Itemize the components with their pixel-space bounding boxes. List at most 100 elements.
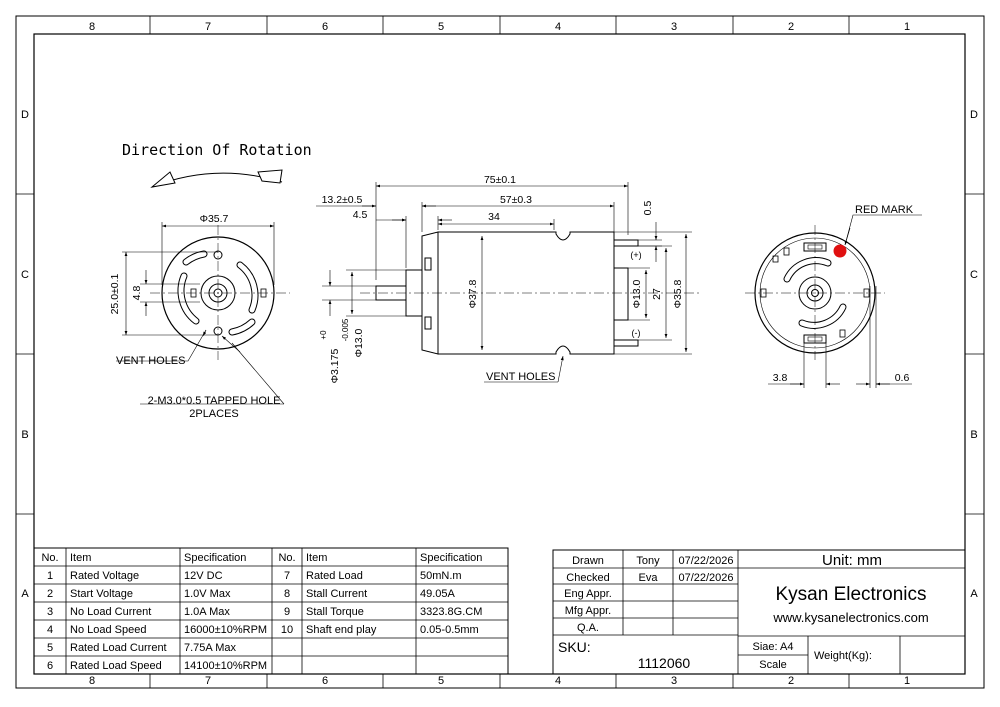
minus-terminal-label: (-) — [632, 328, 641, 338]
dim-rear-span: 27 — [651, 288, 663, 300]
dim-boss-dia: Φ13.0 — [353, 328, 365, 357]
dim-body-length: 57±0.3 — [500, 194, 532, 206]
spec-cell: 5 — [47, 642, 53, 654]
paper-size: Siae: A4 — [753, 641, 794, 653]
title-block: Drawn Tony 07/22/2026 Checked Eva 07/22/… — [552, 549, 966, 675]
dim-boss-length: 4.5 — [353, 209, 368, 221]
weight-label: Weight(Kg): — [814, 650, 872, 662]
zone-row-left: A — [21, 588, 29, 600]
approval-name: Eva — [639, 572, 659, 584]
company-name: Kysan Electronics — [775, 584, 926, 605]
approval-label: Drawn — [572, 555, 604, 567]
zone-col-top: 1 — [904, 21, 910, 33]
side-view: 75±0.1 57±0.3 13.2±0.5 4.5 34 0.5 Φ37.8 … — [316, 174, 700, 383]
approval-label: Eng Appr. — [564, 588, 612, 600]
spec-cell: 6 — [47, 660, 53, 672]
approval-date: 07/22/2026 — [678, 555, 733, 567]
sku-value: 1112060 — [638, 655, 691, 671]
zone-col-top: 5 — [438, 21, 444, 33]
spec-header-spec: Specification — [184, 552, 246, 564]
dim-terminal-gap: 0.5 — [642, 201, 654, 216]
spec-cell: 12V DC — [184, 570, 223, 582]
spec-table: No. Item Specification No. Item Specific… — [33, 547, 509, 675]
front-outer-circle — [161, 236, 275, 350]
rotation-arrowhead — [150, 171, 176, 188]
rotation-title: Direction Of Rotation — [122, 141, 312, 159]
spec-cell: Rated Load — [306, 570, 363, 582]
zone-col-top: 2 — [788, 21, 794, 33]
dim-can-dia: Φ37.8 — [467, 279, 479, 308]
spec-cell: Stall Torque — [306, 606, 364, 618]
spec-header-item: Item — [306, 552, 327, 564]
approval-name: Tony — [636, 555, 660, 567]
spec-cell: Shaft end play — [306, 624, 377, 636]
zone-col-top: 8 — [89, 21, 95, 33]
rotation-tail — [257, 169, 283, 184]
zone-labels: 8 7 6 5 4 3 2 1 8 7 6 5 4 3 2 1 D C B A … — [21, 21, 978, 687]
terminal-minus — [613, 339, 639, 347]
spec-header-item: Item — [70, 552, 91, 564]
dim-shaft-tol-upper: +0 — [319, 330, 328, 340]
rear-view: RED MARK 3.8 0.6 — [745, 204, 922, 388]
side-vent-label: VENT HOLES — [486, 371, 556, 383]
spec-cell: No Load Current — [70, 606, 151, 618]
dim-front-inner: 4.8 — [131, 286, 143, 301]
spec-cell: 16000±10%RPM — [184, 624, 267, 636]
zone-col-bottom: 1 — [904, 675, 910, 687]
company-website: www.kysanelectronics.com — [772, 610, 928, 625]
dim-rear-boss-dia: Φ13.0 — [631, 279, 643, 308]
zone-col-bottom: 6 — [322, 675, 328, 687]
zone-col-bottom: 7 — [205, 675, 211, 687]
scale-label: Scale — [759, 659, 787, 671]
spec-header-no: No. — [278, 552, 295, 564]
spec-cell: Start Voltage — [70, 588, 133, 600]
spec-header-no: No. — [41, 552, 58, 564]
dim-front-dia: Φ35.7 — [200, 213, 229, 225]
spec-cell: 4 — [47, 624, 53, 636]
zone-col-bottom: 4 — [555, 675, 561, 687]
approval-label: Q.A. — [577, 622, 599, 634]
red-mark — [833, 244, 847, 258]
spec-cell: 2 — [47, 588, 53, 600]
front-view: Direction Of Rotation — [109, 141, 312, 420]
spec-cell: 3323.8G.CM — [420, 606, 482, 618]
spec-cell: Rated Voltage — [70, 570, 139, 582]
zone-row-right: B — [970, 429, 977, 441]
zone-row-right: D — [970, 109, 978, 121]
dim-overall-length: 75±0.1 — [484, 174, 516, 186]
dim-shaft-dia: Φ3.175 — [329, 349, 341, 384]
zone-col-top: 3 — [671, 21, 677, 33]
zone-row-right: C — [970, 269, 978, 281]
spec-cell: No Load Speed — [70, 624, 146, 636]
dim-shaft-length: 13.2±0.5 — [322, 194, 363, 206]
zone-row-left: D — [21, 109, 29, 121]
spec-cell: 49.05A — [420, 588, 456, 600]
rear-boss — [613, 267, 629, 321]
approval-label: Mfg Appr. — [565, 605, 611, 617]
sku-label: SKU: — [558, 639, 591, 655]
zone-col-bottom: 5 — [438, 675, 444, 687]
approval-date: 07/22/2026 — [678, 572, 733, 584]
spec-cell: 10 — [281, 624, 293, 636]
dim-rear-dia: Φ35.8 — [672, 279, 684, 308]
spec-cell: 14100±10%RPM — [184, 660, 267, 672]
dim-front-height: 25.0±0.1 — [109, 273, 121, 314]
spec-cell: 7.75A Max — [184, 642, 236, 654]
spec-cell: 0.05-0.5mm — [420, 624, 479, 636]
zone-col-top: 6 — [322, 21, 328, 33]
spec-header-spec: Specification — [420, 552, 482, 564]
dim-shaft-tol-lower: -0.005 — [341, 318, 350, 341]
spec-cell: 1.0A Max — [184, 606, 230, 618]
tapped-hole-label-2: 2PLACES — [189, 408, 239, 420]
dim-can-length: 34 — [488, 211, 500, 223]
zone-row-right: A — [970, 588, 978, 600]
spec-cell: 9 — [284, 606, 290, 618]
dim-rear-left: 3.8 — [773, 372, 788, 384]
front-vent-label: VENT HOLES — [116, 355, 186, 367]
zone-col-top: 4 — [555, 21, 561, 33]
dim-rear-right: 0.6 — [895, 372, 910, 384]
red-mark-label: RED MARK — [855, 204, 914, 216]
unit-label: Unit: mm — [822, 552, 882, 569]
plus-terminal-label: (+) — [630, 250, 641, 260]
